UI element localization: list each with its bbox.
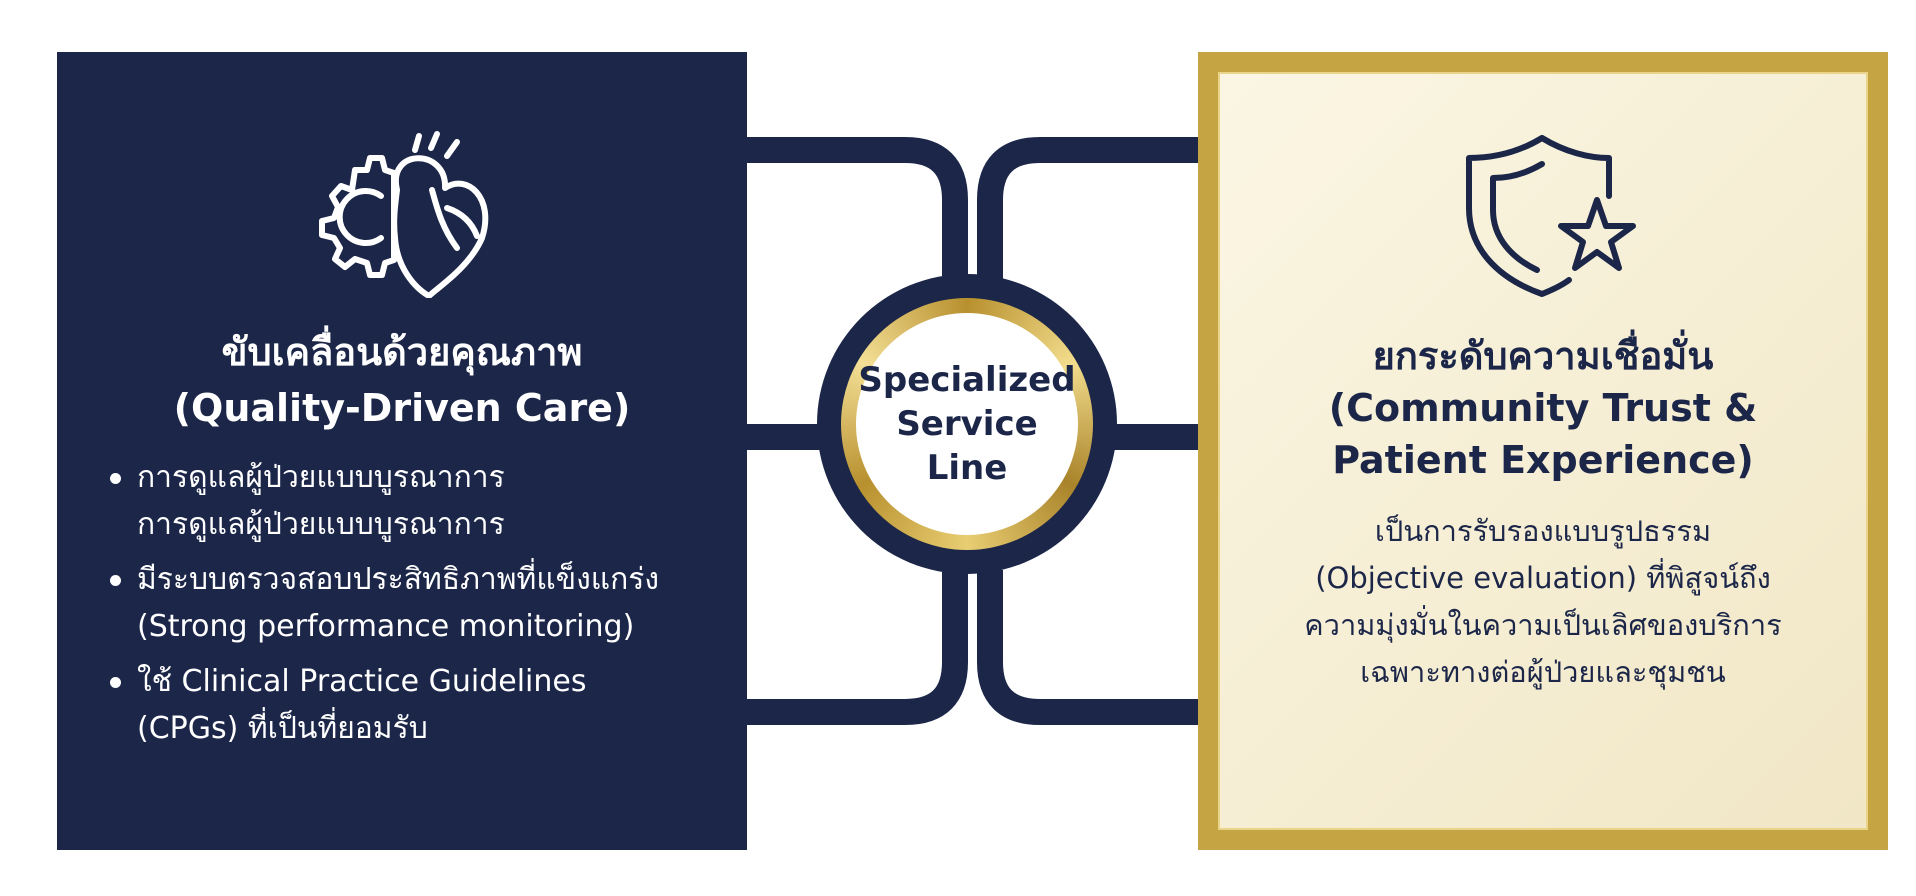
specialized-service-line-hub: Specialized Service Line xyxy=(817,274,1117,574)
list-item: มีระบบตรวจสอบประสิทธิภาพที่แข็งแกร่ง (St… xyxy=(109,556,729,650)
community-trust-panel: ยกระดับความเชื่อมั่น (Community Trust & … xyxy=(1198,52,1888,850)
gold-ring: Specialized Service Line xyxy=(841,298,1093,550)
connector-upper-left xyxy=(747,137,968,280)
quality-driven-care-panel: ขับเคลื่อนด้วยคุณภาพ (Quality-Driven Car… xyxy=(57,52,747,850)
connector-lower-left xyxy=(747,570,968,725)
description-line: ความมุ่งมั่นในความเป็นเลิศของบริการ xyxy=(1304,608,1782,642)
bullet-line: การดูแลผู้ป่วยแบบบูรณาการ xyxy=(137,507,505,542)
description-line: เป็นการรับรองแบบรูปธรรม xyxy=(1374,514,1712,548)
shield-star-icon xyxy=(1466,135,1636,297)
right-panel-description: เป็นการรับรองแบบรูปธรรม (Objective evalu… xyxy=(1218,508,1868,696)
left-title-english: (Quality-Driven Care) xyxy=(173,386,631,430)
list-item: ใช้ Clinical Practice Guidelines (CPGs) … xyxy=(109,658,729,752)
bullet-line: มีระบบตรวจสอบประสิทธิภาพที่แข็งแกร่ง xyxy=(137,562,660,597)
right-panel-title: ยกระดับความเชื่อมั่น (Community Trust & … xyxy=(1218,330,1868,486)
right-title-english-1: (Community Trust & xyxy=(1328,386,1758,430)
connector-lower-right xyxy=(977,570,1198,725)
bullet-line: (CPGs) ที่เป็นที่ยอมรับ xyxy=(137,711,428,746)
hub-line-2: Service Line xyxy=(896,404,1038,488)
bullet-line: ใช้ Clinical Practice Guidelines xyxy=(137,664,587,699)
hub-label: Specialized Service Line xyxy=(856,313,1078,535)
bullet-line: การดูแลผู้ป่วยแบบบูรณาการ xyxy=(137,460,505,495)
description-line: เฉพาะทางต่อผู้ป่วยและชุมชน xyxy=(1360,655,1726,689)
list-item: การดูแลผู้ป่วยแบบบูรณาการ การดูแลผู้ป่วย… xyxy=(109,454,729,548)
connector-upper-right xyxy=(977,137,1198,280)
bullet-line: (Strong performance monitoring) xyxy=(137,609,635,644)
hub-line-1: Specialized xyxy=(858,360,1076,400)
left-title-thai: ขับเคลื่อนด้วยคุณภาพ xyxy=(221,330,583,374)
right-title-thai: ยกระดับความเชื่อมั่น xyxy=(1372,334,1714,378)
description-line: (Objective evaluation) ที่พิสูจน์ถึง xyxy=(1315,561,1771,595)
left-panel-title: ขับเคลื่อนด้วยคุณภาพ (Quality-Driven Car… xyxy=(57,324,747,436)
right-title-english-2: Patient Experience) xyxy=(1332,438,1754,482)
left-bullet-list: การดูแลผู้ป่วยแบบบูรณาการ การดูแลผู้ป่วย… xyxy=(109,454,729,760)
gear-heart-icon xyxy=(319,131,489,298)
